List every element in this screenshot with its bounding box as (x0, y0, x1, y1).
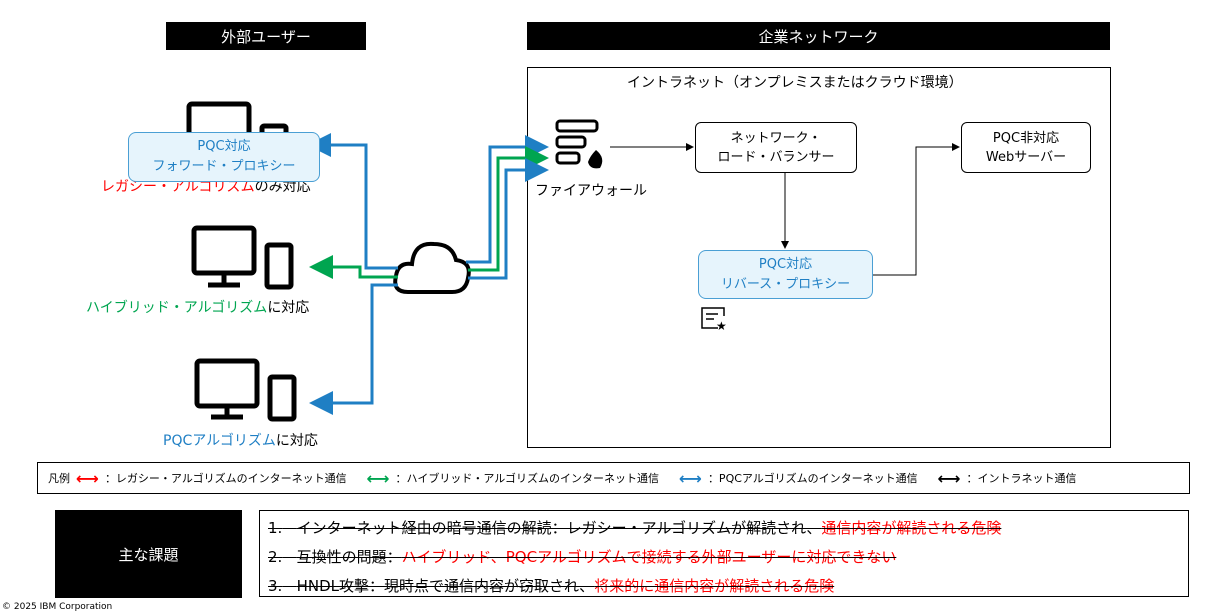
web-line2: Webサーバー (985, 149, 1067, 165)
reverse-proxy-box: PQC対応リバース・プロキシー (698, 250, 873, 299)
issue-item: 2. 互換性の問題：ハイブリッド、PQCアルゴリズムで接続する外部ユーザーに対応… (268, 543, 1188, 572)
forward-proxy-line1: PQC対応 (197, 139, 251, 154)
nlb-line1: ネットワーク・ (730, 130, 822, 146)
issue-num: 1. (268, 519, 283, 537)
issue-text: HNDL攻撃：現時点で通信内容が窃取され、 (296, 577, 595, 595)
blue-arrow-icon: ⟷ (679, 468, 702, 488)
issues-title: 主な課題 (55, 510, 242, 598)
computer-icon-3 (194, 358, 297, 422)
copyright: © 2025 IBM Corporation (2, 602, 113, 612)
issue-text: インターネット経由の暗号通信の解読：レガシー・アルゴリズムが解読され、 (296, 519, 822, 537)
blue-line-fw2 (468, 158, 549, 280)
user2-label-colored: ハイブリッド・アルゴリズム (86, 300, 268, 316)
computer-icon-2 (191, 225, 294, 290)
green-line-user2 (309, 255, 398, 279)
legend-title: 凡例 (48, 472, 70, 485)
blue-line-user3 (309, 283, 398, 415)
rp-line1: PQC対応 (758, 256, 813, 272)
issue-risk: ハイブリッド、PQCアルゴリズムで接続する外部ユーザーに対応できない (401, 548, 897, 566)
firewall-icon (555, 119, 599, 165)
forward-proxy-box: PQC対応フォワード・プロキシー (128, 132, 320, 182)
issue-text: 互換性の問題： (296, 548, 402, 566)
proxy-to-web (872, 143, 960, 276)
corporate-network-header: 企業ネットワーク (527, 22, 1110, 50)
user2-label-rest: に対応 (267, 300, 310, 316)
green-arrow-icon: ⟷ (366, 468, 390, 488)
legend: 凡例 ⟷ ：レガシー・アルゴリズムのインターネット通信 ⟷ ：ハイブリッド・アルゴリ… (37, 462, 1190, 494)
issue-risk: 通信内容が解読される危険 (821, 519, 1002, 537)
certificate-icon (701, 307, 725, 329)
legend-item-hybrid: ：ハイブリッド・アルゴリズムのインターネット通信 (395, 472, 659, 485)
intranet-title: イントラネット（オンプレミスまたはクラウド環境） (627, 75, 963, 91)
nlb-line2: ロード・バランサー (717, 149, 835, 165)
legend-item-pqc: ：PQCアルゴリズムのインターネット通信 (707, 472, 918, 485)
issue-num: 2. (268, 548, 283, 566)
issue-item: 1. インターネット経由の暗号通信の解読：レガシー・アルゴリズムが解読され、通信… (268, 514, 1188, 543)
rp-line2: リバース・プロキシー (720, 276, 851, 292)
legend-item-intranet: ：イントラネット通信 (966, 472, 1077, 485)
legend-item-legacy: ：レガシー・アルゴリズムのインターネット通信 (104, 472, 347, 485)
black-arrow-icon: ⟷ (937, 468, 961, 488)
blue-line-fw1 (466, 135, 549, 264)
user3-label-colored: PQCアルゴリズム (163, 433, 276, 449)
red-arrow-icon: ⟷ (76, 468, 99, 488)
issue-num: 3. (268, 577, 283, 595)
cloud-icon (393, 241, 471, 294)
web-server-box: PQC非対応 Webサーバー (961, 122, 1091, 173)
intranet-frame (527, 67, 1111, 448)
issues-list: 1. インターネット経由の暗号通信の解読：レガシー・アルゴリズムが解読され、通信… (259, 510, 1189, 597)
external-users-header: 外部ユーザー (166, 22, 366, 50)
user2-label: ハイブリッド・アルゴリズムに対応 (86, 297, 309, 317)
issue-risk: 将来的に通信内容が解読される危険 (594, 577, 835, 595)
user3-label-rest: に対応 (275, 433, 318, 449)
load-balancer-box: ネットワーク・ロード・バランサー (695, 122, 857, 173)
svg-text:★: ★ (716, 319, 727, 333)
blue-line-user1 (307, 133, 398, 270)
firewall-label: ファイアウォール (535, 183, 647, 199)
forward-proxy-line2: フォワード・プロキシー (152, 159, 296, 174)
issue-item: 3. HNDL攻撃：現時点で通信内容が窃取され、将来的に通信内容が解読される危険 (268, 572, 1188, 601)
web-line1: PQC非対応 (992, 130, 1060, 146)
user3-label: PQCアルゴリズムに対応 (163, 430, 318, 450)
green-line-fw (468, 146, 549, 272)
